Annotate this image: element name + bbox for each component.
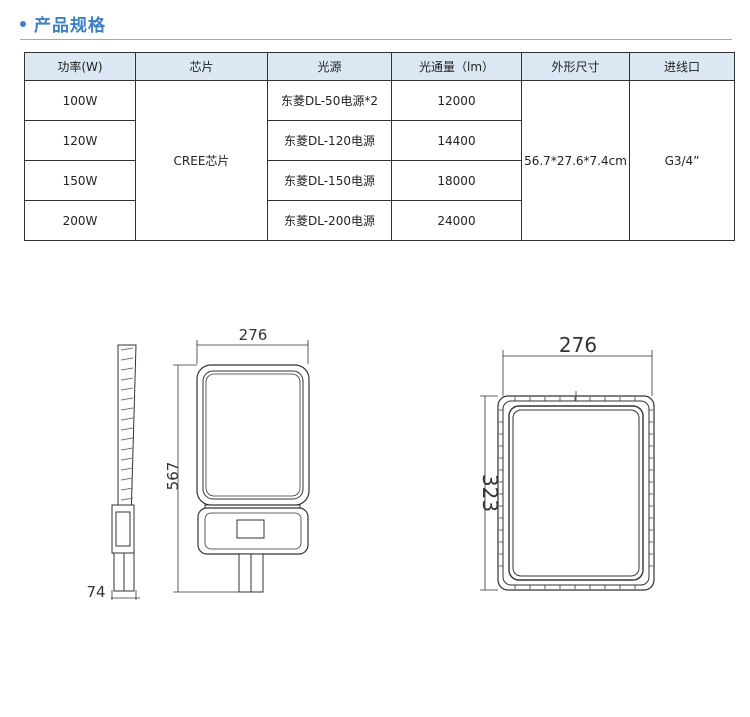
cell-power: 200W [24,200,136,241]
header-chip: 芯片 [135,52,268,81]
dimension-lines-right [480,350,653,591]
dim-width-label-right: 276 [559,333,597,357]
header-dimensions: 外形尺寸 [521,52,630,81]
header-inlet: 进线口 [629,52,735,81]
cell-source: 东菱DL-200电源 [267,200,392,241]
top-view [497,391,655,591]
cell-flux: 14400 [391,120,522,161]
cell-dimensions: 56.7*27.6*7.4cm [521,80,630,241]
table-row: 200W 东菱DL-200电源 24000 [24,200,735,241]
front-view [196,364,310,593]
cell-source: 东菱DL-150电源 [267,160,392,201]
dimension-lines-left [111,340,309,600]
dim-width-label-left: 276 [239,326,268,344]
cell-power: 150W [24,160,136,201]
bullet-icon [20,20,26,27]
cell-source: 东菱DL-50电源*2 [267,80,392,121]
cell-flux: 18000 [391,160,522,201]
table-row: 150W 东菱DL-150电源 18000 [24,160,735,201]
cell-flux: 12000 [391,80,522,121]
header-flux: 光通量（lm） [391,52,522,81]
dim-depth-label: 74 [86,583,105,601]
dim-height-label-right: 323 [478,474,502,512]
section-title: 产品规格 [34,16,106,36]
heading-divider [20,39,732,40]
table-row: 100W CREE芯片 东菱DL-50电源*2 12000 56.7*27.6*… [24,80,735,241]
side-view [111,344,137,592]
cell-flux: 24000 [391,200,522,241]
cell-chip: CREE芯片 [135,80,268,241]
section-heading: 产品规格 [20,11,106,36]
dim-height-label-left: 567 [164,462,182,491]
cell-power: 120W [24,120,136,161]
header-source: 光源 [267,52,392,81]
spec-table: 功率(W) 芯片 光源 光通量（lm） 外形尺寸 进线口 100W CREE芯片… [24,52,735,241]
cell-inlet: G3/4” [629,80,735,241]
header-power: 功率(W) [24,52,136,81]
table-header-row: 功率(W) 芯片 光源 光通量（lm） 外形尺寸 进线口 [24,52,735,81]
